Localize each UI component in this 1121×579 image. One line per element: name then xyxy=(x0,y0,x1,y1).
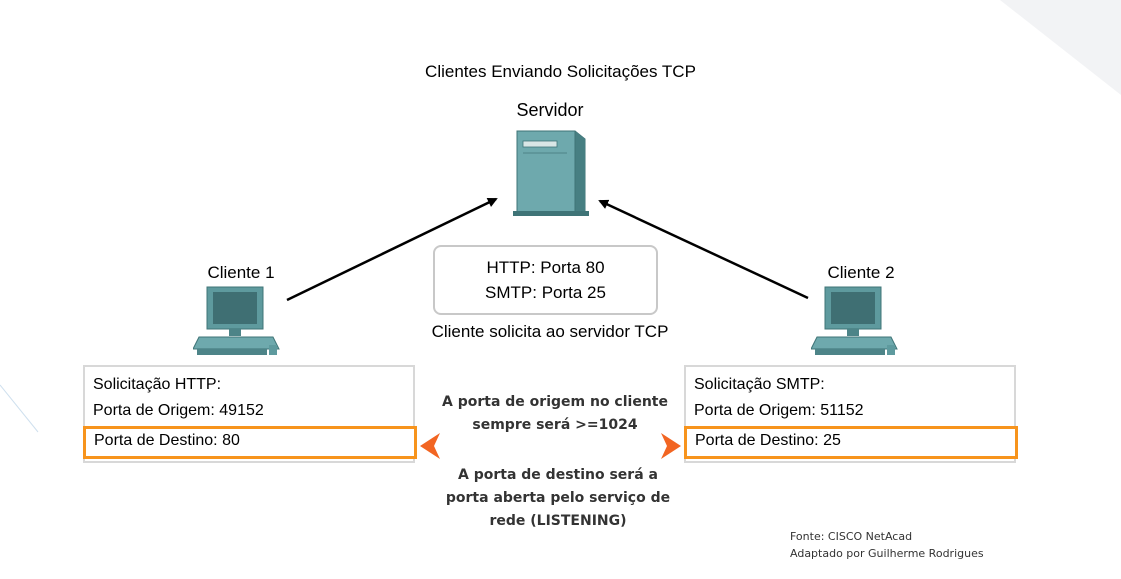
server-ports-box: HTTP: Porta 80 SMTP: Porta 25 xyxy=(433,245,658,315)
client2-label: Cliente 2 xyxy=(827,263,895,282)
client1-label: Cliente 1 xyxy=(207,263,275,282)
http-port-text: HTTP: Porta 80 xyxy=(486,258,605,277)
source-port-note: A porta de origem no cliente sempre será… xyxy=(442,394,668,433)
client1-to-server-arrow xyxy=(286,197,498,302)
left-orange-arrowhead xyxy=(420,433,440,459)
source-credit: Fonte: CISCO NetAcad Adaptado por Guilhe… xyxy=(790,528,984,562)
client1-source-port: Porta de Origem: 49152 xyxy=(93,402,264,419)
request-caption: Cliente solicita ao servidor TCP xyxy=(431,322,669,341)
client2-dest-port: Porta de Destino: 25 xyxy=(695,432,841,449)
left-decor-line xyxy=(0,384,39,433)
client1-computer-icon xyxy=(193,286,280,355)
client2-dest-port-row: Porta de Destino: 25 xyxy=(684,426,1018,459)
dest-port-note: A porta de destino será a porta aberta p… xyxy=(445,467,671,529)
client2-computer-icon xyxy=(811,286,898,355)
client2-to-server-arrow xyxy=(598,199,809,300)
server-label: Servidor xyxy=(516,100,584,120)
right-orange-arrowhead xyxy=(661,433,681,459)
corner-triangle xyxy=(1000,0,1121,95)
diagram-title: Clientes Enviando Solicitações TCP xyxy=(425,62,696,81)
client2-source-port: Porta de Origem: 51152 xyxy=(694,402,864,419)
credit-line-2: Adaptado por Guilherme Rodrigues xyxy=(790,547,984,560)
client2-request-type: Solicitação SMTP: xyxy=(694,376,825,393)
client1-request-type: Solicitação HTTP: xyxy=(93,376,222,393)
client1-dest-port: Porta de Destino: 80 xyxy=(94,432,240,449)
client1-dest-port-row: Porta de Destino: 80 xyxy=(83,426,417,459)
smtp-port-text: SMTP: Porta 25 xyxy=(485,283,606,302)
server-icon xyxy=(513,130,589,216)
credit-line-1: Fonte: CISCO NetAcad xyxy=(790,530,913,543)
